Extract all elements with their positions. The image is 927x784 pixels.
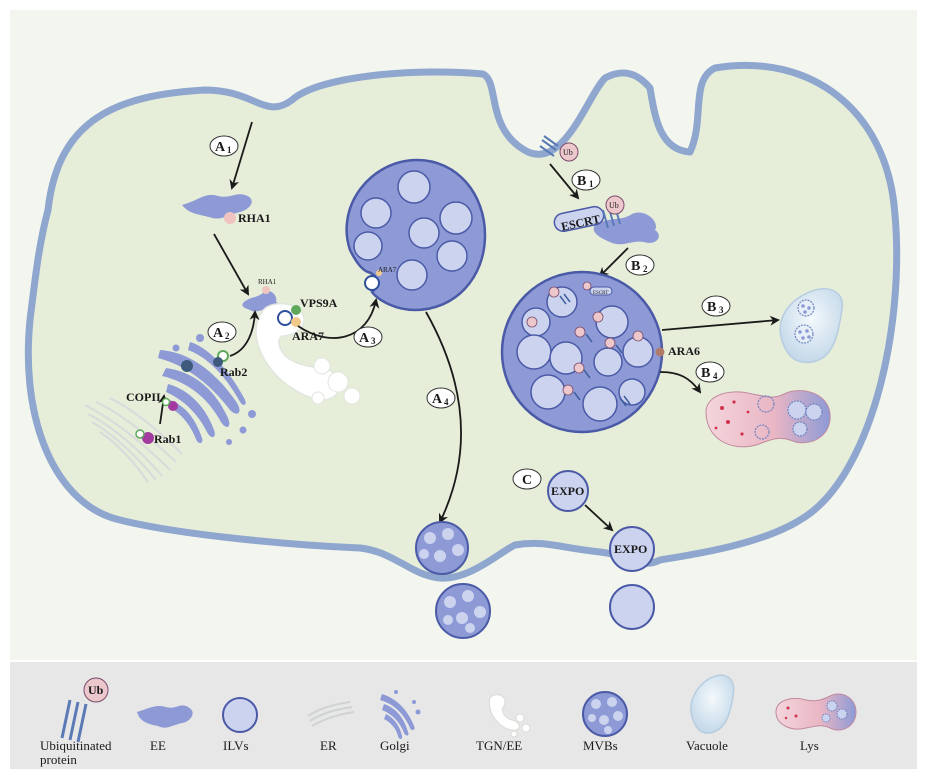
step-badge-b1: B 1 xyxy=(571,169,601,191)
label-rha1-small: RHA1 xyxy=(258,278,277,286)
legend-icon-ubiquitinated-protein: Ub xyxy=(60,677,109,743)
ara6-marker xyxy=(655,347,665,357)
mvb-released xyxy=(435,583,491,639)
label-rab2: Rab2 xyxy=(220,365,247,379)
svg-text:Ub: Ub xyxy=(609,201,619,210)
endoplasmic-reticulum xyxy=(84,397,183,483)
step-badge-b4: B 4 xyxy=(695,361,725,383)
label-vps9a: VPS9A xyxy=(300,296,338,310)
arrow-b3 xyxy=(661,315,780,331)
legend-icon-ilv xyxy=(222,697,258,733)
expo-released xyxy=(609,584,655,630)
legend-icon-vacuole xyxy=(690,674,735,734)
budding-vesicle xyxy=(277,310,293,326)
svg-text:4: 4 xyxy=(444,397,449,407)
step-badge-b3: B 3 xyxy=(701,295,731,317)
rab2-marker xyxy=(213,357,223,367)
legend-label-1: EE xyxy=(150,738,166,753)
golgi-dark-marker xyxy=(181,360,193,372)
svg-text:A: A xyxy=(359,331,370,346)
svg-text:3: 3 xyxy=(719,305,724,315)
expo-2: EXPO xyxy=(609,526,655,572)
mvb-large-b: ESCRT xyxy=(500,270,664,434)
legend-label-6: MVBs xyxy=(583,738,618,753)
mvb-large-a: ARA7 xyxy=(345,158,487,312)
svg-text:4: 4 xyxy=(713,371,718,381)
svg-text:B: B xyxy=(701,366,710,381)
arrow-a3 xyxy=(297,298,380,339)
legend-icon-ee xyxy=(137,705,193,728)
rha1-marker xyxy=(224,212,236,224)
step-badge-a3: A 3 xyxy=(353,326,383,348)
arrow-a1 xyxy=(229,121,253,190)
svg-text:1: 1 xyxy=(589,179,594,189)
tgn-ee: VPS9A ARA7 xyxy=(255,296,361,405)
svg-text:A: A xyxy=(213,326,224,341)
legend-label-4: Golgi xyxy=(380,738,410,753)
legend-icon-mvb xyxy=(582,691,628,737)
label-escrt-small: ESCRT xyxy=(593,291,608,296)
label-copii: COPII xyxy=(126,390,161,404)
legend-icon-tgn-ee xyxy=(488,694,531,738)
copii-marker xyxy=(168,401,178,411)
cell-membrane xyxy=(24,61,901,582)
golgi-apparatus xyxy=(158,334,256,445)
legend-label-7: Vacuole xyxy=(686,738,728,753)
arrow-ee-to-tgn xyxy=(213,233,249,296)
svg-text:B: B xyxy=(631,259,640,274)
label-ara6: ARA6 xyxy=(668,344,700,358)
label-ara7-small: ARA7 xyxy=(378,266,397,274)
step-badge-b2: B 2 xyxy=(625,254,655,276)
arrow-b1 xyxy=(549,163,580,200)
step-badge-a2: A 2 xyxy=(207,321,237,343)
svg-text:3: 3 xyxy=(371,336,376,346)
arrow-b4 xyxy=(659,371,702,394)
early-endosome-1: RHA1 xyxy=(182,194,271,225)
label-rab1: Rab1 xyxy=(154,432,181,446)
arrow-expo xyxy=(584,504,614,532)
svg-text:Ub: Ub xyxy=(563,148,573,157)
ara7-marker xyxy=(291,317,301,327)
svg-text:2: 2 xyxy=(643,264,648,274)
label-ara7: ARA7 xyxy=(292,329,324,343)
plant-cell xyxy=(24,61,901,582)
svg-text:B: B xyxy=(577,174,586,189)
step-badge-c: C xyxy=(512,468,542,490)
step-badge-a1: A 1 xyxy=(209,135,239,157)
svg-text:C: C xyxy=(522,473,532,488)
vps9a-marker xyxy=(291,305,301,315)
lysosome-fusion xyxy=(705,390,831,448)
svg-text:B: B xyxy=(707,300,716,315)
mvb-fusing xyxy=(415,521,469,575)
svg-text:Ub: Ub xyxy=(88,683,104,697)
legend-label-2: ILVs xyxy=(223,738,249,753)
step-a1-sub: 1 xyxy=(227,145,232,155)
arrow-b2 xyxy=(598,247,629,278)
legend-icon-er xyxy=(307,701,355,727)
legend-label-8: Lys xyxy=(800,738,819,753)
label-expo-1: EXPO xyxy=(551,484,584,498)
invaginating-ilv xyxy=(364,275,380,291)
legend-icon-lys xyxy=(775,693,857,731)
step-badge-a4: A 4 xyxy=(426,387,456,409)
arrow-a4 xyxy=(425,311,462,524)
expo-1: EXPO xyxy=(547,470,589,512)
arrow-golgi-to-tgn xyxy=(229,310,260,357)
label-expo-2: EXPO xyxy=(614,542,647,556)
rab1-marker xyxy=(142,432,154,444)
svg-text:A: A xyxy=(432,392,443,407)
label-rha1: RHA1 xyxy=(238,211,271,225)
vacuole xyxy=(779,288,844,364)
escrt-complex: ESCRT Ub xyxy=(553,195,659,245)
legend-label-5: TGN/EE xyxy=(476,738,522,753)
step-a1-letter: A xyxy=(215,140,226,155)
legend-icon-golgi xyxy=(380,690,421,739)
ub-protein-membrane: Ub xyxy=(539,135,579,162)
svg-text:2: 2 xyxy=(225,331,230,341)
legend-label-3: ER xyxy=(320,738,337,753)
